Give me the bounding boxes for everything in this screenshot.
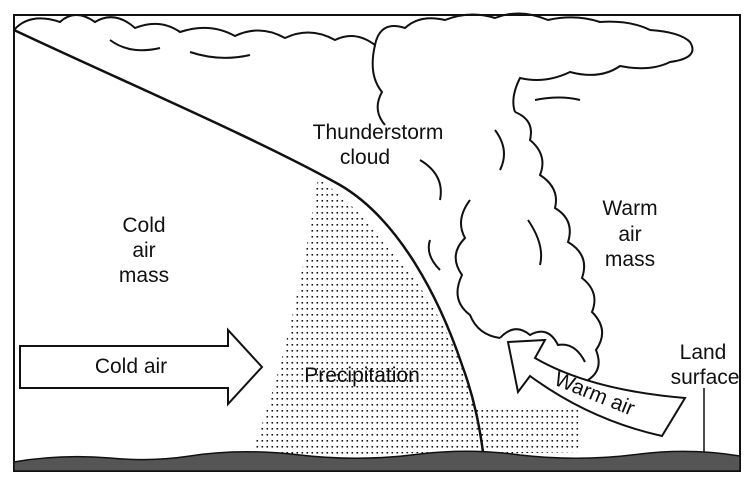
thunderstorm-cloud-label-line-2: cloud xyxy=(340,146,390,169)
ground xyxy=(13,450,741,472)
cold-front-boundary xyxy=(13,28,485,453)
land-surface-label-line-1: Land xyxy=(680,341,727,364)
land-surface-label-line-2: surface xyxy=(671,366,740,389)
cold-air-arrow-label: Cold air xyxy=(95,355,167,378)
thunderstorm-cloud-label-line-1: Thunderstorm xyxy=(313,121,444,144)
curved-up-left-arrow-icon xyxy=(506,338,687,438)
precipitation-area-warm xyxy=(474,408,582,454)
cold-air-mass-label-line-3: mass xyxy=(119,264,169,287)
warm-air-mass-label-line-3: mass xyxy=(605,248,655,271)
warm-air-mass-label-line-2: air xyxy=(618,223,641,246)
cold-air-mass-label-line-1: Cold xyxy=(122,214,165,237)
precipitation-area xyxy=(250,178,483,456)
precipitation-label: Precipitation xyxy=(304,364,420,387)
cold-air-mass-label-line-2: air xyxy=(132,239,155,262)
thunderstorm-cloud-outline xyxy=(13,12,694,381)
warm-air-mass-label-line-1: Warm xyxy=(602,197,657,220)
right-arrow-icon xyxy=(19,327,264,407)
